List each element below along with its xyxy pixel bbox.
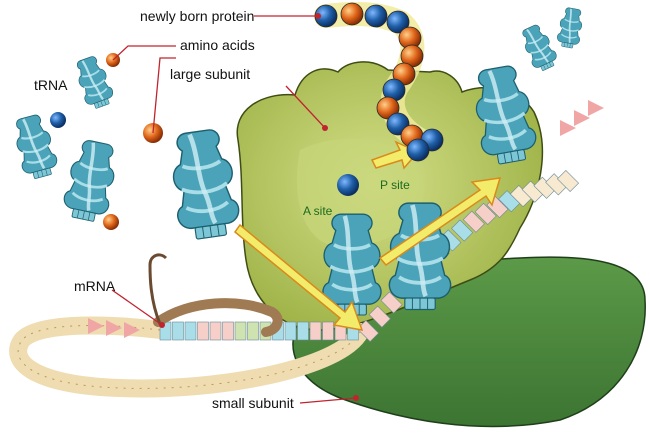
- label-small-subunit: small subunit: [212, 395, 294, 411]
- label-large-subunit: large subunit: [170, 66, 250, 82]
- protein-bead-orange: [340, 2, 364, 26]
- amino-acid-ball: [103, 214, 119, 230]
- label-mrna: mRNA: [74, 278, 116, 294]
- mrna-codon: [184, 321, 197, 341]
- mrna-codon: [222, 321, 234, 341]
- label-a-site: A site: [303, 204, 333, 218]
- mrna-codon: [309, 321, 322, 341]
- label-leader-lines: [111, 15, 357, 404]
- mrna-codon: [197, 321, 209, 341]
- movement-arrows: [233, 140, 502, 331]
- mrna-codon: [322, 321, 334, 341]
- mrna-codon: [368, 305, 391, 328]
- free-trna-5: [516, 21, 562, 75]
- amino-acid-ball: [337, 174, 359, 196]
- mrna-ribbon-top: [153, 298, 283, 337]
- mrna-codon: [380, 291, 403, 314]
- free-trna-2: [58, 136, 123, 226]
- label-amino-acids: amino acids: [180, 37, 255, 53]
- mrna-codon: [451, 219, 474, 242]
- mrna-codon: [284, 321, 297, 341]
- mrna-codon: [297, 321, 309, 341]
- mrna-codon: [556, 169, 580, 193]
- protein-bead-blue: [406, 138, 430, 162]
- mrna-codon: [474, 202, 497, 225]
- mrna-codon: [247, 321, 259, 341]
- mrna-codon: [356, 319, 380, 343]
- mrna-codon: [234, 321, 247, 341]
- mrna-codon: [172, 321, 184, 341]
- mrna-direction-arrows: [88, 100, 604, 338]
- newly-born-protein-chain: [314, 2, 444, 162]
- large-subunit-tunnel: [296, 138, 424, 247]
- protein-bead-blue: [364, 4, 388, 28]
- mrna-cap: [148, 253, 168, 325]
- mrna-codon: [209, 321, 222, 341]
- trna-incoming: [166, 127, 241, 241]
- free-trna-4: [554, 5, 586, 51]
- label-newly-born-protein: newly born protein: [140, 8, 254, 24]
- amino-acid-ball: [50, 112, 66, 128]
- label-trna: tRNA: [34, 77, 68, 93]
- label-p-site: P site: [380, 178, 410, 192]
- protein-bead-blue: [386, 10, 410, 34]
- mrna-codon: [462, 210, 485, 233]
